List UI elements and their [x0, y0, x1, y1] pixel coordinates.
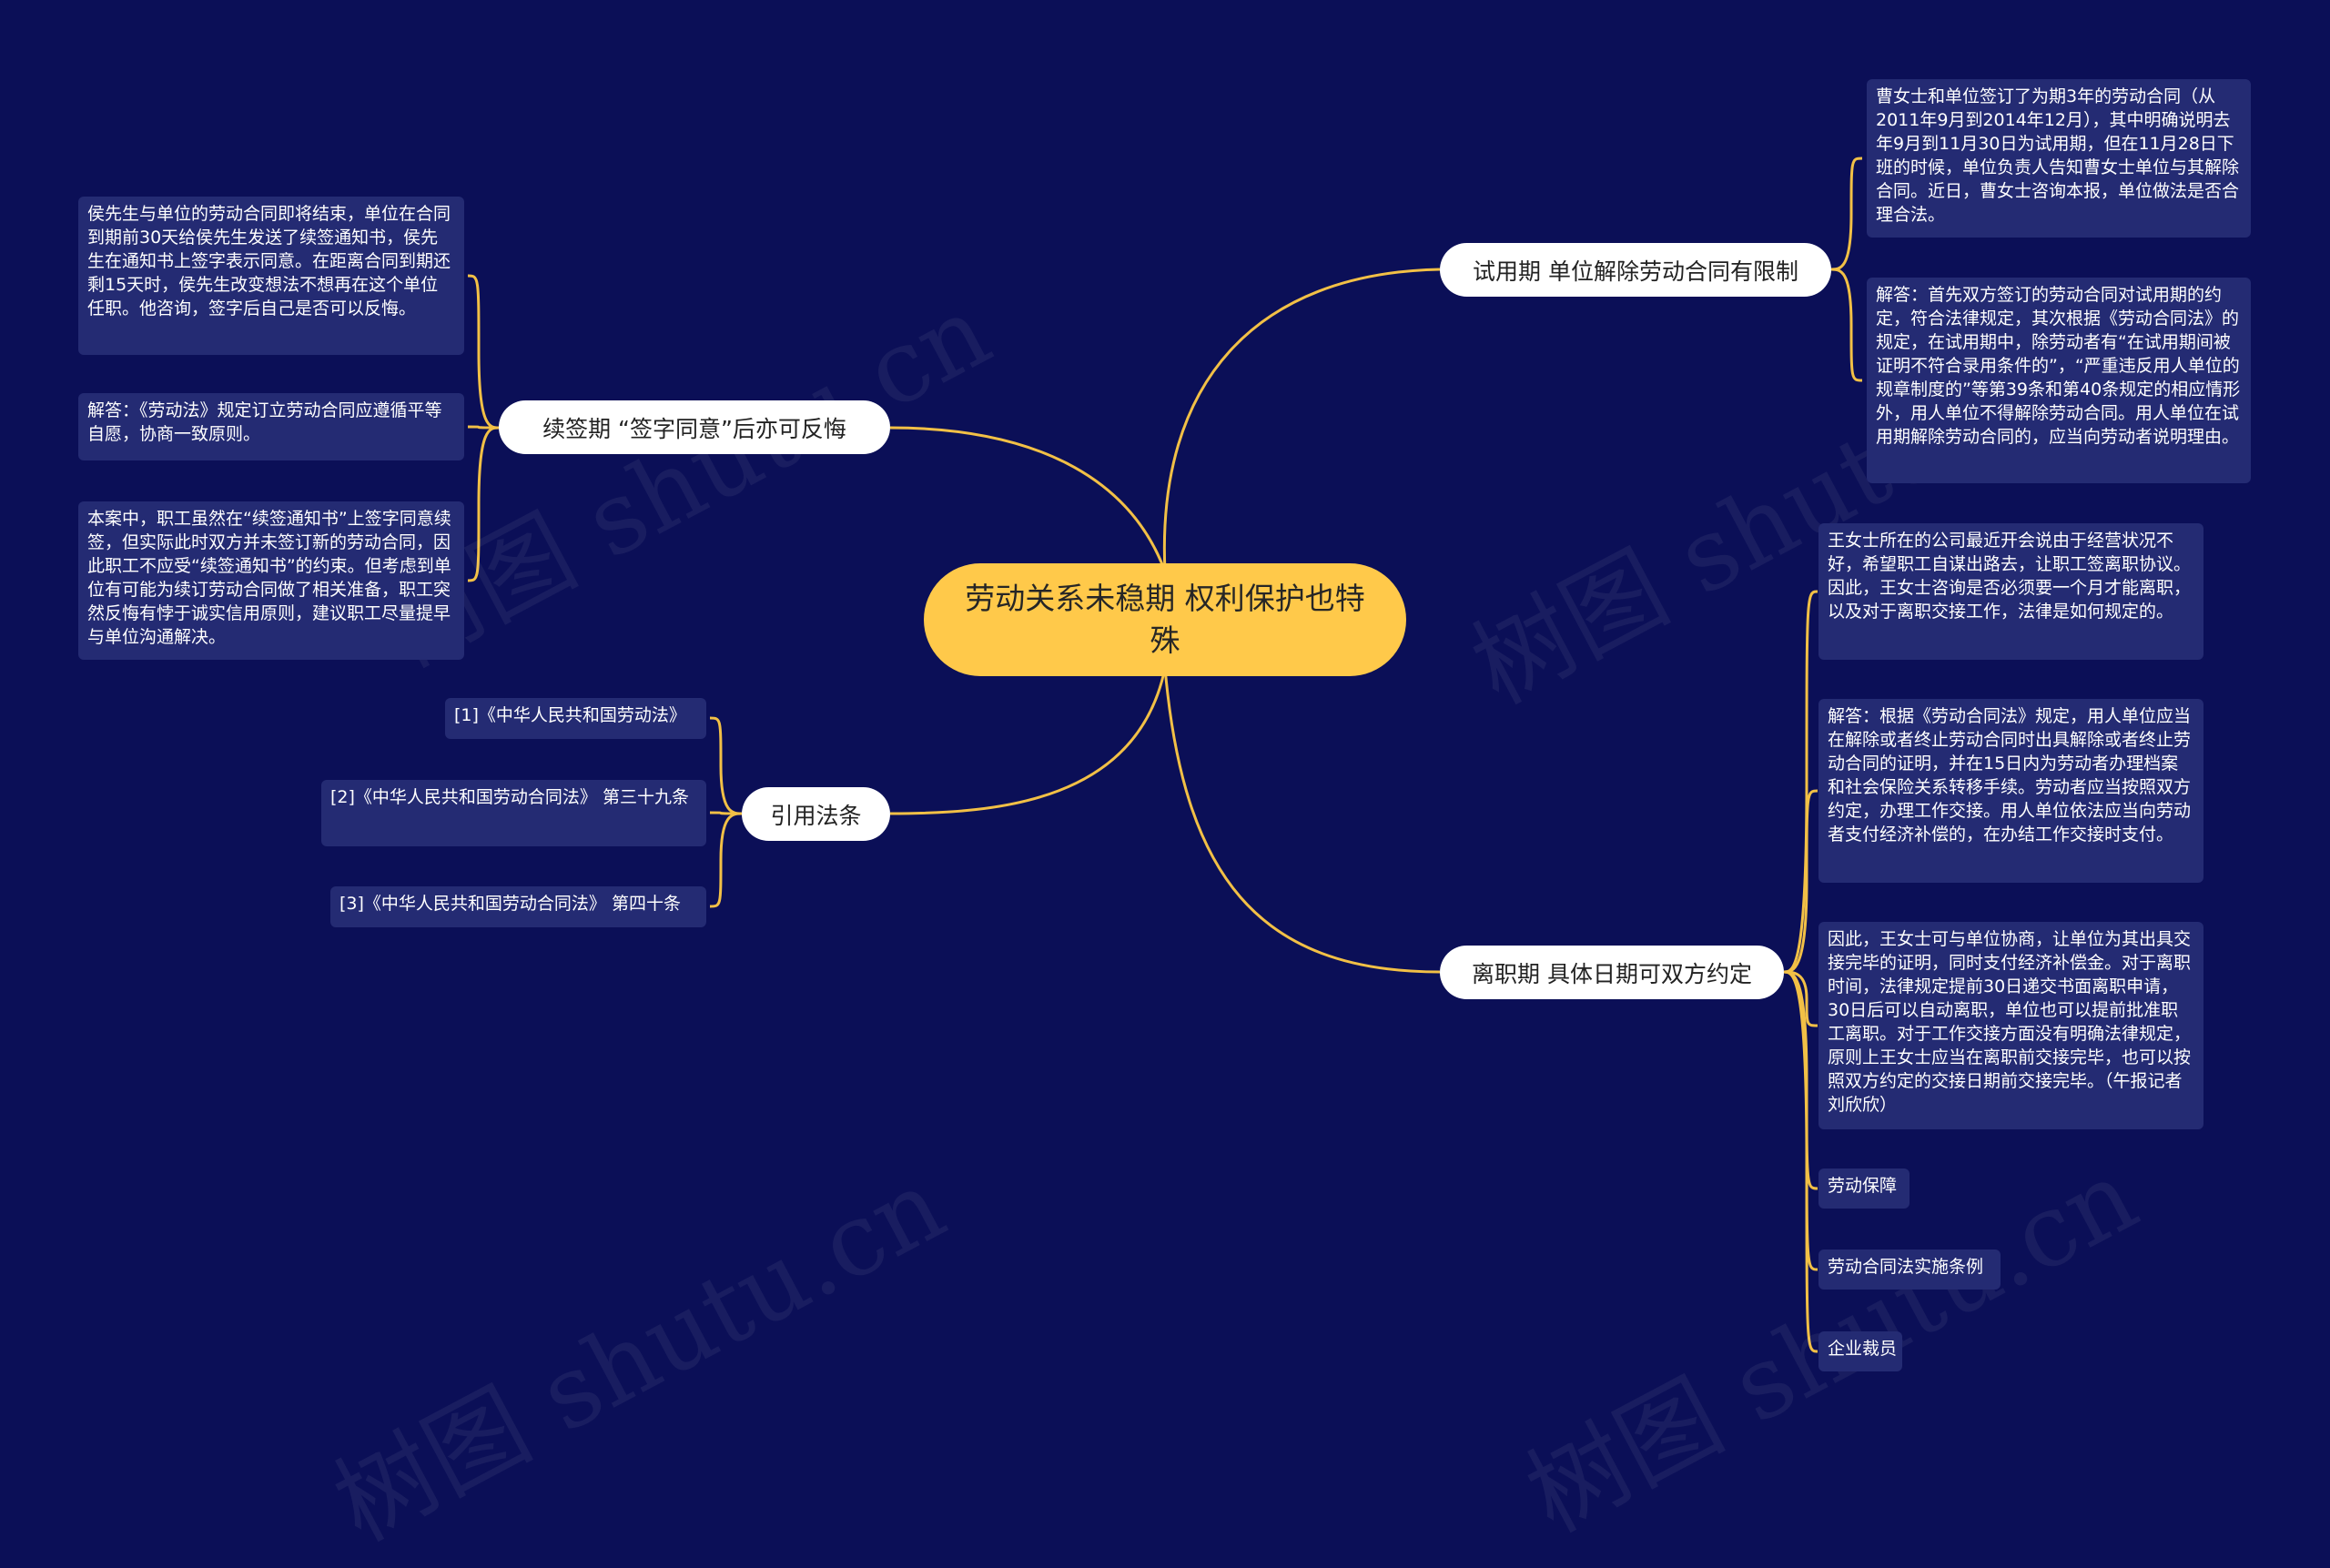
branch-laws[interactable]: 引用法条: [742, 787, 890, 841]
probation-leaf-case[interactable]: 曹女士和单位签订了为期3年的劳动合同（从2011年9月到2014年12月），其中…: [1867, 79, 2251, 238]
law-leaf-2[interactable]: [2]《中华人民共和国劳动合同法》 第三十九条: [321, 780, 706, 846]
link-probation-leaf-2: [1830, 268, 1863, 382]
link-center-probation: [1162, 268, 1441, 572]
link-resignation-leaf-2: [1783, 789, 1818, 974]
link-center-renewal: [889, 426, 1167, 572]
link-renewal-leaf-2: [467, 425, 500, 430]
tag-layoffs[interactable]: 企业裁员: [1818, 1331, 1902, 1371]
law-leaf-3[interactable]: [3]《中华人民共和国劳动合同法》 第四十条: [330, 886, 706, 927]
renewal-leaf-answer[interactable]: 解答：《劳动法》规定订立劳动合同应遵循平等自愿，协商一致原则。: [78, 393, 464, 460]
branch-probation[interactable]: 试用期 单位解除劳动合同有限制: [1440, 243, 1831, 297]
tag-contract-regulations[interactable]: 劳动合同法实施条例: [1818, 1249, 2001, 1290]
resignation-leaf-answer[interactable]: 解答：根据《劳动合同法》规定，用人单位应当在解除或者终止劳动合同时出具解除或者终…: [1818, 699, 2203, 883]
link-renewal-leaf-1: [467, 274, 500, 430]
renewal-leaf-case[interactable]: 侯先生与单位的劳动合同即将结束，单位在合同到期前30天给侯先生发送了续签通知书，…: [78, 197, 464, 355]
center-topic-text: 劳动关系未稳期 权利保护也特殊: [965, 581, 1365, 658]
branch-renewal[interactable]: 续签期 “签字同意”后亦可反悔: [499, 400, 890, 454]
link-center-resignation: [1163, 667, 1441, 974]
branch-resignation[interactable]: 离职期 具体日期可双方约定: [1440, 946, 1784, 999]
resignation-leaf-case[interactable]: 王女士所在的公司最近开会说由于经营状况不好，希望职工自谋出路去，让职工签离职协议…: [1818, 523, 2203, 660]
probation-leaf-answer[interactable]: 解答：首先双方签订的劳动合同对试用期的约定，符合法律规定，其次根据《劳动合同法》…: [1867, 278, 2251, 483]
center-topic[interactable]: 劳动关系未稳期 权利保护也特殊: [924, 563, 1406, 676]
link-law-leaf-1: [709, 716, 743, 815]
tag-labor-security[interactable]: 劳动保障: [1818, 1168, 1910, 1209]
resignation-leaf-conclusion[interactable]: 因此，王女士可与单位协商，让单位为其出具交接完毕的证明，同时支付经济补偿金。对于…: [1818, 922, 2203, 1129]
link-resignation-leaf-6: [1783, 970, 1818, 1353]
connector-lines: [467, 157, 1863, 1353]
link-center-laws: [889, 667, 1167, 815]
link-resignation-leaf-1: [1783, 590, 1818, 974]
renewal-leaf-analysis[interactable]: 本案中，职工虽然在“续签通知书”上签字同意续签，但实际此时双方并未签订新的劳动合…: [78, 501, 464, 660]
link-resignation-leaf-3: [1783, 970, 1818, 1027]
law-leaf-1[interactable]: [1]《中华人民共和国劳动法》: [445, 698, 706, 739]
link-probation-leaf-1: [1830, 157, 1863, 271]
link-renewal-leaf-3: [467, 426, 500, 582]
link-law-leaf-3: [709, 812, 743, 908]
